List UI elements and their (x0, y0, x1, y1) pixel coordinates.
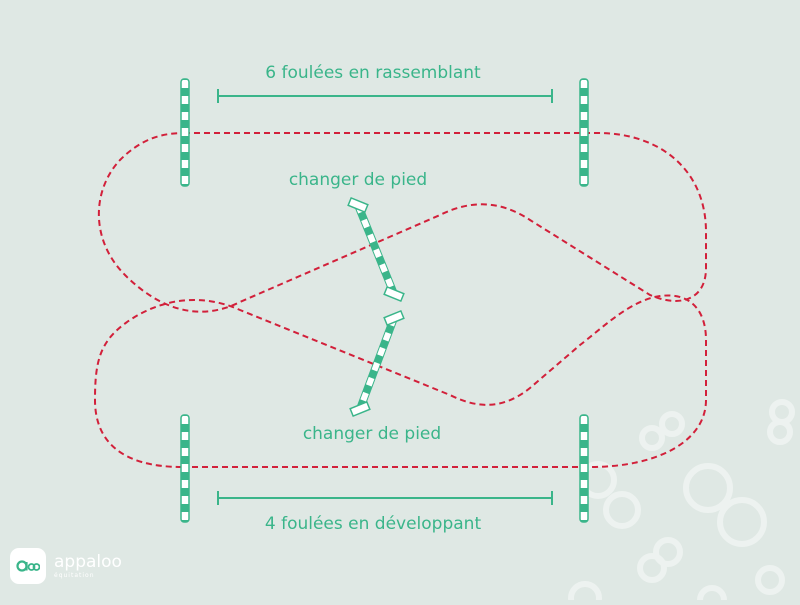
logo-text: appaloo équitation (54, 551, 122, 579)
brand-logo: appaloo équitation (10, 548, 122, 584)
change-lead-label-upper: changer de pied (288, 170, 428, 190)
riding-path (93, 132, 707, 468)
decorative-rings (568, 399, 795, 605)
pole-top-left (180, 78, 190, 187)
change-lead-label-lower: changer de pied (302, 424, 442, 444)
pole-diagonal-upper (347, 196, 405, 303)
top-distance-label: 6 foulées en rassemblant (265, 63, 481, 83)
bottom-distance-label: 4 foulées en développant (264, 514, 482, 534)
brand-tagline: équitation (54, 571, 95, 579)
pole-top-right (579, 78, 589, 187)
brand-name: appaloo (54, 551, 122, 572)
logo-icon (10, 548, 46, 584)
pole-bottom-right (579, 414, 589, 523)
pole-bottom-left (180, 414, 190, 523)
pole-diagonal-lower (349, 309, 405, 418)
bottom-distance-line (217, 491, 553, 505)
top-distance-line (217, 89, 553, 103)
